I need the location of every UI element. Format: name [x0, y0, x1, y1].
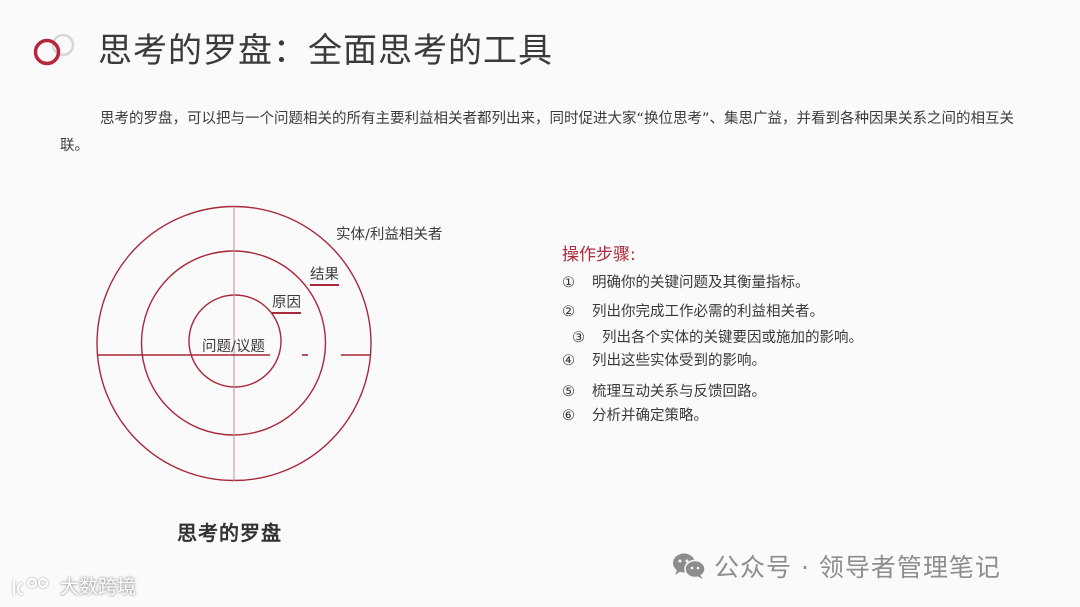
label-issue: 问题/议题	[202, 339, 265, 355]
step-text: 明确你的关键问题及其衡量指标。	[592, 275, 810, 291]
wechat-watermark-text: 公众号 · 领导者管理笔记	[714, 553, 1001, 582]
step-text: 列出你完成工作必需的利益相关者。	[592, 304, 824, 320]
step-text: 分析并确定策略。	[592, 408, 708, 424]
step-number: ⑥	[562, 408, 575, 424]
compass-caption: 思考的罗盘	[177, 521, 282, 545]
step-number: ⑤	[562, 384, 575, 400]
step-item: ⑤ 梳理互动关系与反馈回路。	[562, 383, 853, 401]
step-item: ④ 列出这些实体受到的影响。	[562, 352, 853, 370]
step-item: ⑥ 分析并确定策略。	[562, 407, 853, 425]
step-text: 列出各个实体的关键要因或施加的影响。	[602, 330, 863, 346]
overlapping-rings-icon	[33, 33, 75, 66]
step-number: ③	[572, 330, 585, 346]
label-stakeholders: 实体/利益相关者	[336, 227, 443, 243]
intro-paragraph: 思考的罗盘，可以把与一个问题相关的所有主要利益相关者都列出来，同时促进大家“换位…	[60, 111, 1015, 154]
step-text: 列出这些实体受到的影响。	[592, 353, 766, 369]
wechat-watermark: 公众号 · 领导者管理笔记	[672, 548, 1001, 584]
step-item: ③ 列出各个实体的关键要因或施加的影响。	[572, 329, 863, 347]
label-causes: 原因	[272, 294, 301, 314]
100-logo-icon	[12, 577, 49, 595]
step-number: ④	[562, 353, 575, 369]
page-title: 思考的罗盘：全面思考的工具	[98, 31, 553, 71]
label-results: 结果	[310, 266, 339, 286]
corner-watermark: 大数跨境	[10, 572, 136, 599]
steps-title: 操作步骤:	[562, 245, 636, 265]
step-number: ①	[562, 275, 575, 291]
step-item: ① 明确你的关键问题及其衡量指标。	[562, 274, 853, 292]
step-number: ②	[562, 304, 575, 320]
steps-panel: 操作步骤: ① 明确你的关键问题及其衡量指标。 ② 列出你完成工作必需的利益相关者。…	[562, 242, 863, 425]
corner-watermark-text: 大数跨境	[60, 576, 137, 598]
wechat-icon	[673, 553, 706, 579]
step-text: 梳理互动关系与反馈回路。	[592, 384, 766, 400]
inner-ring	[188, 294, 282, 388]
step-item: ② 列出你完成工作必需的利益相关者。	[562, 303, 853, 321]
